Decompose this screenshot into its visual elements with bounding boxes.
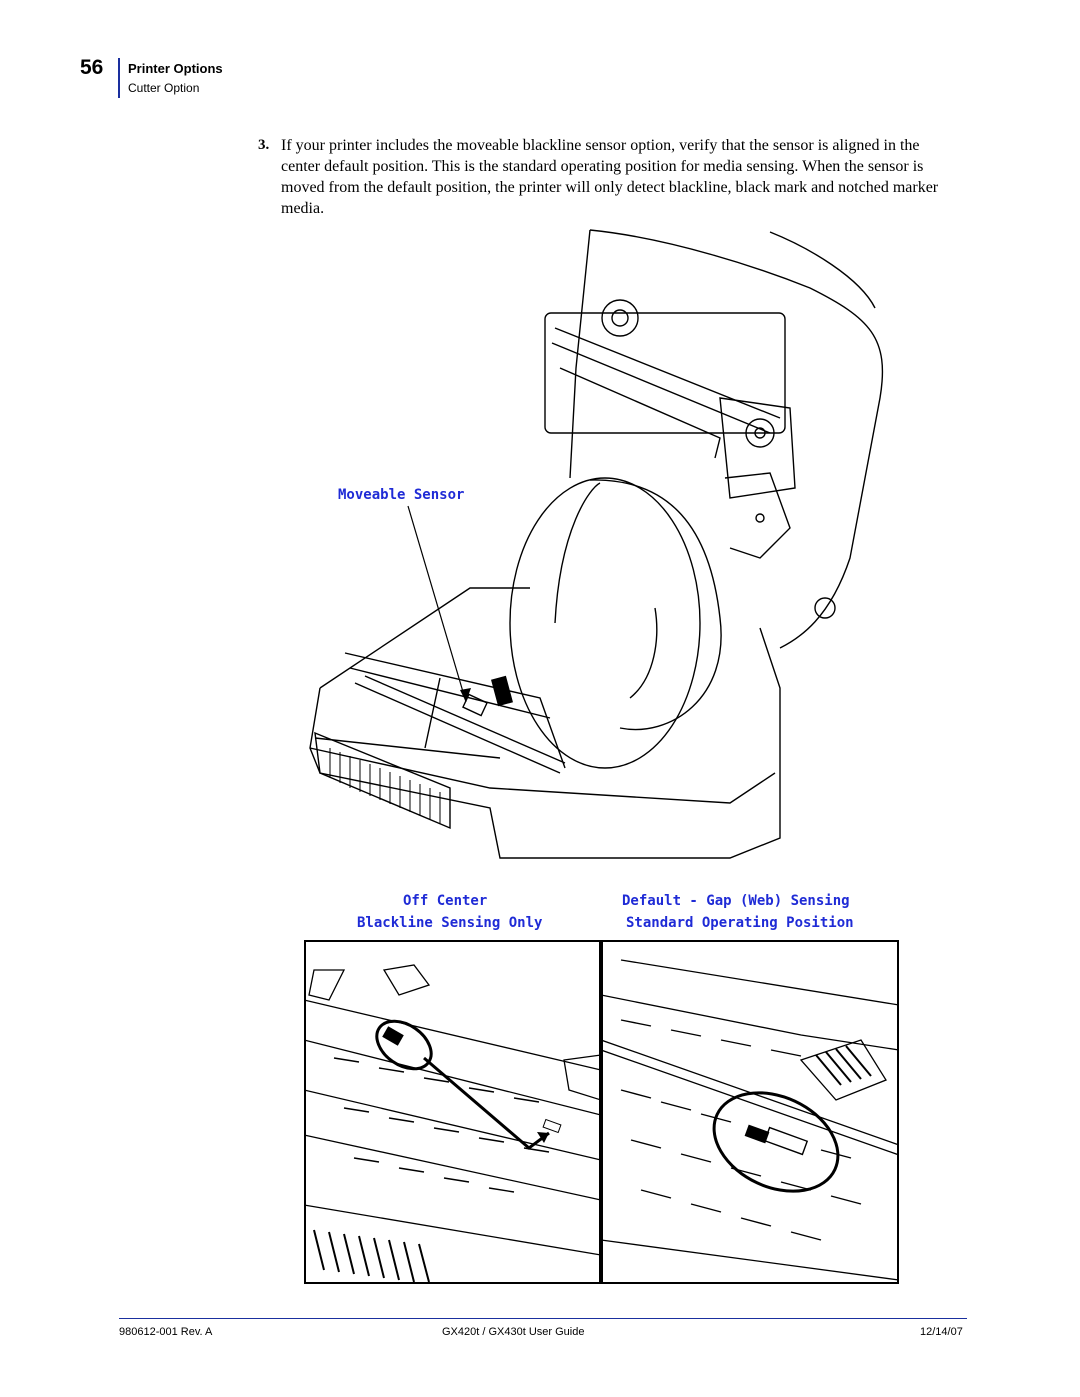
default-gap-sensing-label: Default - Gap (Web) Sensing [622,893,850,909]
footer-title: GX420t / GX430t User Guide [442,1326,585,1338]
footer-doc-number: 980612-001 Rev. A [119,1326,213,1338]
off-center-detail-image [304,940,601,1284]
step-text: If your printer includes the moveable bl… [281,137,939,217]
section-title: Printer Options [128,61,223,76]
step-number: 3. [258,137,270,153]
page-number: 56 [80,56,104,79]
standard-operating-position-label: Standard Operating Position [626,915,854,931]
footer-date: 12/14/07 [920,1326,963,1338]
off-center-label: Off Center [403,893,488,909]
blackline-sensing-label: Blackline Sensing Only [357,915,543,931]
default-sensing-detail-image [601,940,899,1284]
moveable-sensor-label: Moveable Sensor [338,487,465,503]
subsection-title: Cutter Option [128,81,200,95]
header-divider [118,58,120,98]
footer-divider [119,1318,967,1319]
printer-illustration [309,229,884,859]
